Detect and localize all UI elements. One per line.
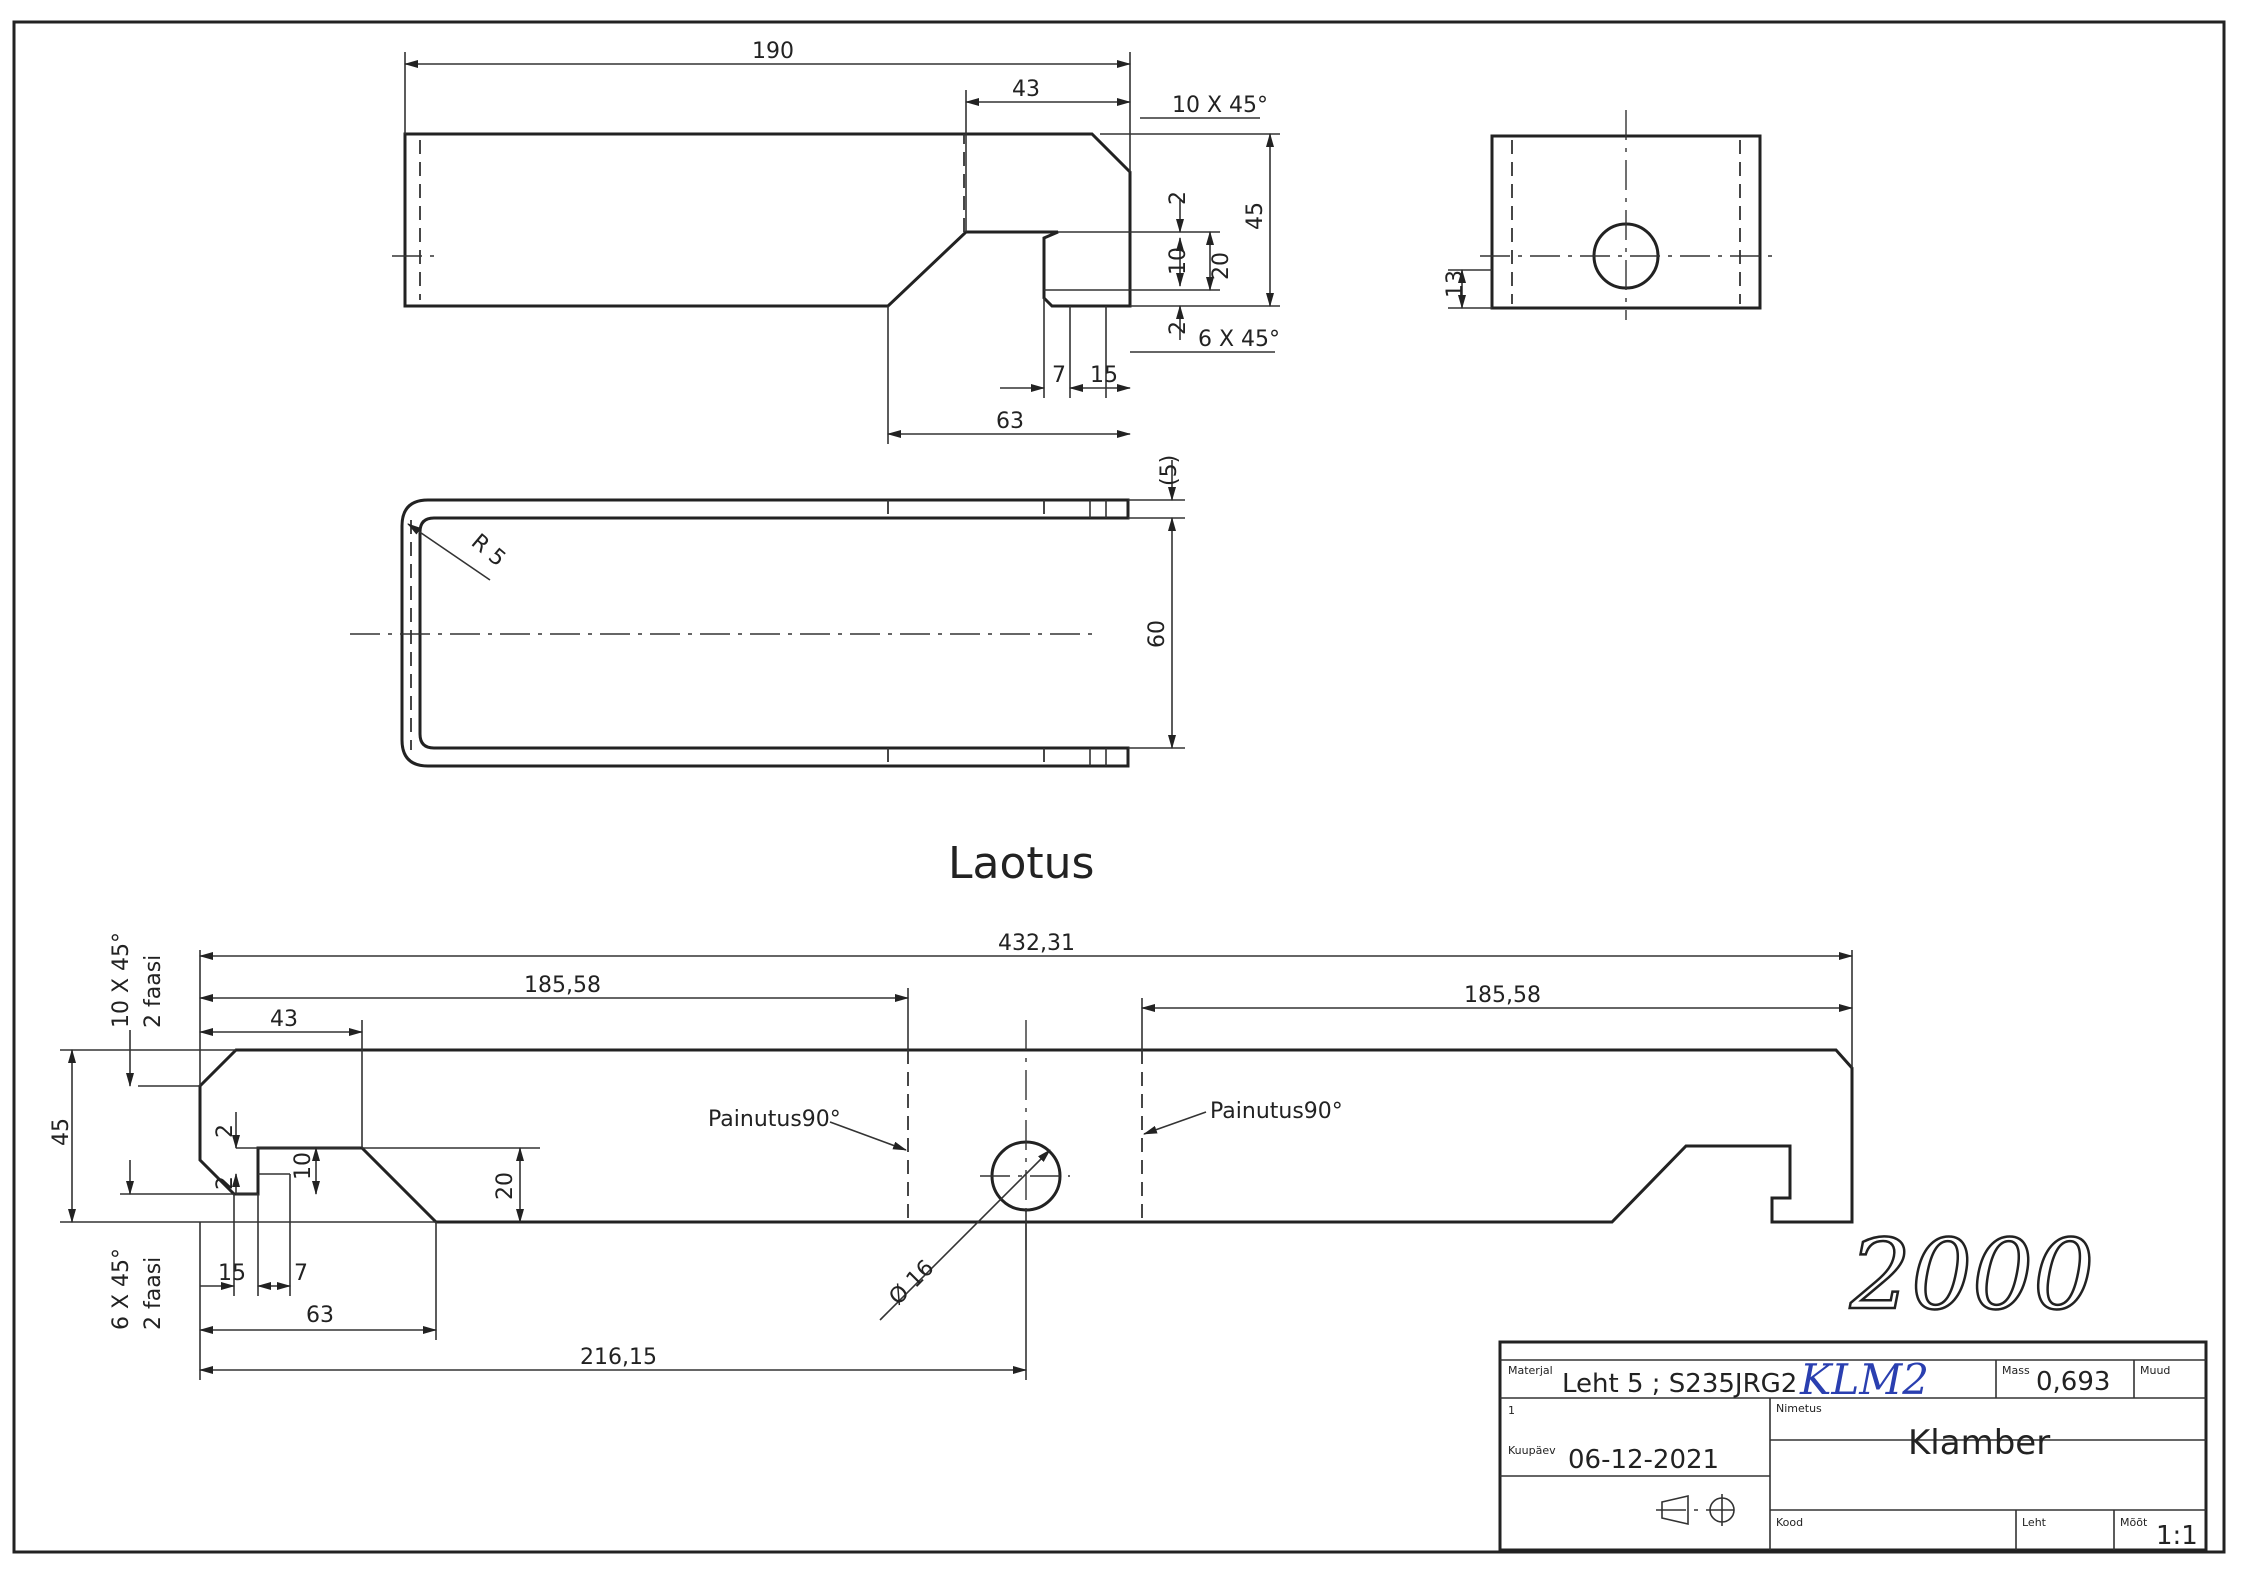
tb-mass-value: 0,693 — [2036, 1367, 2110, 1397]
dim-13-side: 13 — [1443, 270, 1468, 298]
tb-name-label: Nimetus — [1776, 1402, 1822, 1415]
dim-7-flat: 7 — [294, 1261, 308, 1286]
tb-mass-label: Mass — [2002, 1364, 2030, 1377]
title-block: Materjal Leht 5 ; S235JRG2 KLM2 Mass 0,6… — [1498, 1340, 2208, 1552]
dim-45-flat: 45 — [49, 1118, 74, 1146]
laotus-label: Laotus — [948, 838, 1094, 889]
top-view: 190 43 10 X 45° 45 2 10 20 2 6 X 45° 7 1 — [392, 39, 1280, 444]
bend-label-left: Painutus90° — [708, 1107, 841, 1132]
dim-63-top: 63 — [996, 409, 1024, 434]
flat-view: 432,31 185,58 185,58 43 10 X 45° 2 faasi… — [49, 931, 1854, 1380]
dim-432-31: 432,31 — [998, 931, 1075, 956]
handwritten-quantity: 2000 — [1849, 1219, 2094, 1331]
dim-10x45-flat: 10 X 45° — [109, 932, 134, 1028]
dim-2-flat-b: 2 — [213, 1176, 238, 1190]
dim-43-flat: 43 — [270, 1007, 298, 1032]
dim-diameter-16: Ø 16 — [885, 1256, 940, 1311]
dim-185-58-left: 185,58 — [524, 973, 601, 998]
dim-60-fold: 60 — [1145, 620, 1170, 648]
dim-7-top: 7 — [1052, 363, 1066, 388]
dim-63-flat: 63 — [306, 1303, 334, 1328]
tb-muud-label: Muud — [2140, 1364, 2170, 1377]
dim-216-15: 216,15 — [580, 1345, 657, 1370]
dim-2faasi-bottom: 2 faasi — [141, 1257, 166, 1330]
dim-2-flat-a: 2 — [213, 1124, 238, 1138]
dim-15-top: 15 — [1090, 363, 1118, 388]
tb-material-label: Materjal — [1508, 1364, 1553, 1377]
dim-5-fold: (5) — [1157, 455, 1182, 486]
tb-date-label: Kuupäev — [1508, 1444, 1556, 1457]
dim-20-flat: 20 — [493, 1172, 518, 1200]
dim-20-top: 20 — [1209, 252, 1234, 280]
projection-symbol-icon — [1656, 1494, 1735, 1526]
dim-45-top: 45 — [1243, 202, 1268, 230]
bend-label-right: Painutus90° — [1210, 1099, 1343, 1124]
drawing-border — [12, 20, 2226, 1554]
dim-r5-fold: R 5 — [466, 529, 510, 571]
dim-2-top-b: 2 — [1166, 321, 1191, 335]
handwritten-code: KLM2 — [1799, 1355, 1929, 1404]
dim-43: 43 — [1012, 77, 1040, 102]
tb-name-value: Klamber — [1908, 1423, 2050, 1463]
dim-185-58-right: 185,58 — [1464, 983, 1541, 1008]
dim-15-flat: 15 — [218, 1261, 246, 1286]
side-view: 13 — [1443, 110, 1772, 320]
tb-scale-label: Mõõt — [2120, 1516, 2148, 1529]
dim-6x45-flat: 6 X 45° — [109, 1248, 134, 1330]
folded-view: (5) 60 R 5 — [350, 455, 1185, 768]
dim-chamfer-6x45: 6 X 45° — [1198, 327, 1280, 352]
dim-190: 190 — [752, 39, 794, 64]
tb-material-value: Leht 5 ; S235JRG2 — [1562, 1369, 1797, 1399]
dim-2faasi-top: 2 faasi — [141, 955, 166, 1028]
dim-chamfer-10x45: 10 X 45° — [1172, 93, 1268, 118]
tb-scale-value: 1:1 — [2156, 1521, 2198, 1551]
tb-row-number: 1 — [1508, 1404, 1515, 1417]
tb-date-value: 06-12-2021 — [1568, 1445, 1719, 1475]
tb-sheet-label: Leht — [2022, 1516, 2047, 1529]
dim-10-flat: 10 — [291, 1152, 316, 1180]
dim-2-top-a: 2 — [1166, 191, 1191, 205]
tb-code-label: Kood — [1776, 1516, 1803, 1529]
dim-10-top: 10 — [1166, 247, 1191, 275]
